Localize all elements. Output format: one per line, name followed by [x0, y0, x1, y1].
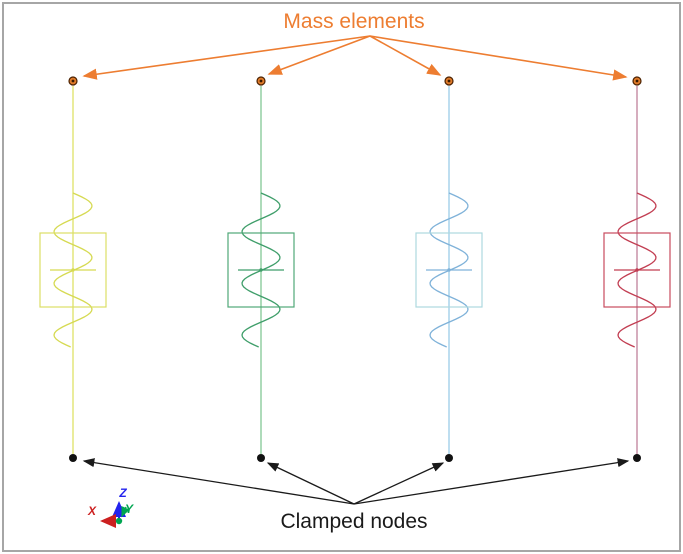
clamped-nodes-label: Clamped nodes [280, 510, 427, 533]
spring-red [603, 86, 671, 454]
clamped-node [257, 454, 265, 462]
nodes-layer [68, 76, 642, 462]
mass-node-core [71, 79, 75, 83]
spring-yellow [39, 86, 107, 454]
clamped-arrow-1 [82, 458, 355, 505]
x-axis-label: X [87, 504, 97, 518]
mass-elements-label: Mass elements [283, 10, 424, 33]
spring-center-dot [447, 268, 451, 272]
mass-arrow-3 [369, 35, 442, 76]
mass-arrow-4 [369, 35, 628, 81]
spring-center-dot [259, 268, 263, 272]
spring-box [227, 232, 295, 308]
spring-box [603, 232, 671, 308]
y-axis-arrow [121, 505, 130, 518]
z-axis-label: Z [118, 486, 127, 500]
springs-layer [39, 86, 671, 454]
clamped-node [633, 454, 641, 462]
spring-box [415, 232, 483, 308]
mass-arrow-2 [267, 35, 371, 75]
clamped-arrow-2 [266, 462, 355, 505]
mass-arrow-1 [82, 35, 371, 80]
triad-origin-dot [115, 517, 123, 525]
clamped-arrows [82, 458, 630, 505]
y-axis-label: Y [125, 502, 134, 516]
spring-center-dot [71, 268, 75, 272]
clamped-arrow-4 [353, 458, 630, 505]
clamped-node [69, 454, 77, 462]
spring-center-dot [635, 268, 639, 272]
mass-node-core [635, 79, 639, 83]
spring-blue [415, 86, 483, 454]
mass-node-core [259, 79, 263, 83]
mass-node-core [447, 79, 451, 83]
spring-mass-diagram: Mass elements Clamped nodes Z X Y [39, 10, 671, 533]
mass-arrows [82, 35, 628, 81]
clamped-node [445, 454, 453, 462]
spring-green [227, 86, 295, 454]
coordinate-triad: Z X Y [87, 486, 134, 528]
clamped-arrow-3 [353, 462, 445, 505]
spring-box [39, 232, 107, 308]
